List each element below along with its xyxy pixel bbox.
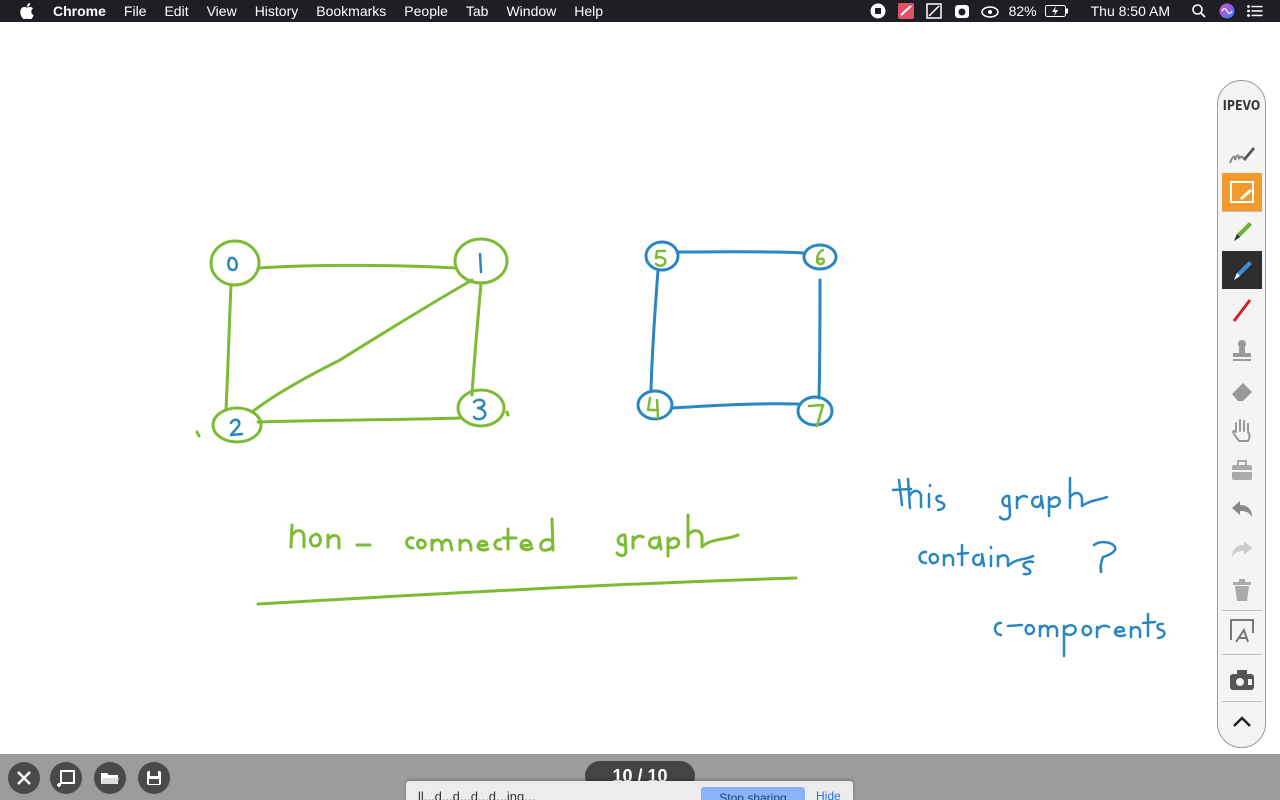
siri-icon[interactable] — [1218, 3, 1236, 19]
selection-icon[interactable] — [1222, 612, 1262, 650]
green-pen-icon[interactable] — [1222, 212, 1262, 250]
collapse-chevron-icon[interactable] — [1222, 703, 1262, 741]
screenshot-tool-icon[interactable] — [925, 3, 943, 19]
menu-bar: Chrome File Edit View History Bookmarks … — [0, 0, 1280, 22]
label-1 — [478, 252, 483, 274]
ipevo-toolbar: IPEVO — [1217, 80, 1266, 748]
toolbox-icon[interactable] — [1222, 451, 1262, 489]
node-5-circle — [644, 240, 680, 272]
whiteboard-canvas[interactable] — [0, 22, 1280, 754]
menu-window[interactable]: Window — [506, 3, 557, 19]
node-7-circle — [796, 395, 834, 427]
menu-bookmarks[interactable]: Bookmarks — [316, 3, 387, 19]
node-0-circle — [209, 239, 261, 287]
whiteboard-mode-icon[interactable] — [1222, 173, 1262, 211]
edge-1-3 — [470, 281, 483, 397]
label-4 — [646, 396, 660, 420]
app-menu-chrome[interactable]: Chrome — [53, 3, 106, 19]
label-0 — [227, 256, 238, 272]
trash-icon[interactable] — [1222, 571, 1262, 609]
node-3-circle — [456, 388, 506, 428]
note-ink — [891, 476, 1166, 658]
ipevo-logo: IPEVO — [1222, 99, 1261, 114]
new-page-icon[interactable] — [50, 762, 82, 794]
camera-icon[interactable] — [1222, 660, 1262, 698]
bottom-bar: 10 / 10 ll...d...d...d...d...ing... Stop… — [0, 754, 1280, 800]
edge-5-6 — [675, 250, 806, 255]
notification-center-icon[interactable] — [1246, 3, 1264, 19]
node-2-circle — [211, 406, 263, 444]
caption-ink — [289, 513, 740, 558]
redo-icon[interactable] — [1222, 531, 1262, 569]
menu-history[interactable]: History — [254, 3, 299, 19]
right-graph — [636, 240, 838, 427]
notice-text: ll...d...d...d...d...ing... — [418, 789, 536, 800]
spotlight-search-icon[interactable] — [1190, 3, 1208, 19]
blue-pen-icon[interactable] — [1222, 251, 1262, 289]
menu-tab[interactable]: Tab — [465, 3, 489, 19]
menu-view[interactable]: View — [206, 3, 237, 19]
edge-0-2 — [224, 283, 233, 412]
stamp-icon[interactable] — [1222, 331, 1262, 369]
edge-5-4 — [649, 268, 660, 393]
label-3 — [472, 398, 487, 421]
node-labels — [227, 248, 826, 437]
battery-charging-icon[interactable] — [1044, 3, 1069, 19]
edge-4-7 — [670, 402, 800, 410]
node-6-circle — [802, 243, 838, 271]
label-6 — [815, 248, 826, 266]
hand-icon[interactable] — [1222, 411, 1262, 449]
menu-file[interactable]: File — [123, 3, 147, 19]
label-2 — [229, 418, 244, 437]
edge-0-1 — [256, 263, 458, 270]
open-folder-icon[interactable] — [94, 762, 126, 794]
label-7 — [807, 403, 825, 428]
node-4-circle — [636, 389, 674, 421]
caption-underline — [256, 576, 798, 606]
hide-notice-link[interactable]: Hide — [816, 789, 841, 800]
edge-2-3 — [256, 416, 462, 424]
menu-edit[interactable]: Edit — [164, 3, 189, 19]
annotate-app-icon[interactable] — [897, 3, 915, 19]
menu-people[interactable]: People — [404, 3, 448, 19]
left-graph — [195, 237, 510, 444]
eraser-icon[interactable] — [1222, 371, 1262, 409]
menu-help[interactable]: Help — [574, 3, 604, 19]
edge-6-7 — [817, 278, 822, 400]
red-pen-icon[interactable] — [1222, 291, 1262, 329]
undo-icon[interactable] — [1222, 491, 1262, 529]
save-icon[interactable] — [138, 762, 170, 794]
stop-sharing-button[interactable]: Stop sharing — [701, 787, 805, 800]
battery-percent: 82% — [1008, 3, 1037, 19]
label-5 — [654, 249, 667, 267]
record-stop-icon[interactable] — [869, 3, 887, 19]
screen-share-notice: ll...d...d...d...d...ing... Stop sharing… — [406, 781, 853, 800]
ink-drawing — [195, 237, 1166, 658]
close-icon[interactable] — [8, 762, 40, 794]
cloud-sync-icon[interactable] — [980, 3, 999, 19]
edge-1-2 — [250, 278, 474, 414]
menubar-clock[interactable]: Thu 8:50 AM — [1090, 3, 1170, 19]
annotation-mode-icon[interactable] — [1222, 135, 1262, 173]
camera-app-icon[interactable] — [953, 3, 971, 19]
apple-menu-icon[interactable] — [20, 3, 36, 19]
